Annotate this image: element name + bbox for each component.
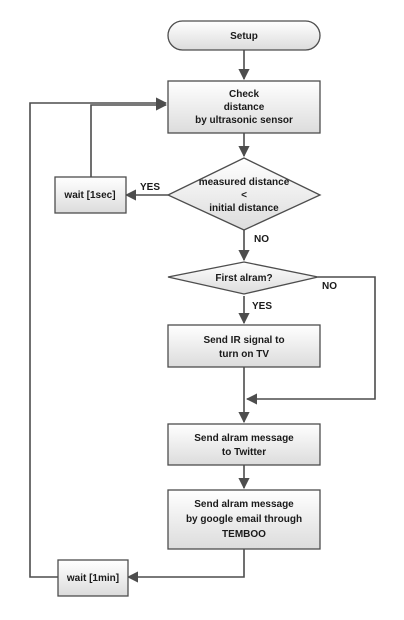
node-check-distance-line-2: distance bbox=[224, 102, 265, 113]
node-send-twitter-line-2: to Twitter bbox=[222, 447, 266, 458]
node-decision-first-alarm: First alram? bbox=[167, 261, 319, 295]
edge-wait-1sec-to-check bbox=[90, 99, 168, 177]
node-wait-1min: wait [1min] bbox=[57, 559, 129, 597]
node-send-email-line-3: TEMBOO bbox=[222, 529, 266, 540]
node-send-twitter-line-1: Send alram message bbox=[194, 433, 294, 444]
edge-label-first-alarm-no: NO bbox=[322, 281, 337, 292]
node-send-email-line-1: Send alram message bbox=[194, 499, 294, 510]
node-wait-1sec: wait [1sec] bbox=[54, 176, 127, 214]
node-send-twitter: Send alram message to Twitter bbox=[167, 423, 321, 466]
node-decision-distance-line-3: initial distance bbox=[209, 203, 279, 214]
node-send-email-line-2: by google email through bbox=[186, 514, 302, 525]
node-setup-label: Setup bbox=[230, 31, 258, 42]
edge-label-distance-no: NO bbox=[254, 234, 269, 245]
node-decision-distance-line-2: < bbox=[241, 190, 247, 201]
edge-label-first-alarm-yes: YES bbox=[252, 301, 272, 312]
edge-email-to-wait-1min bbox=[126, 549, 245, 583]
node-send-ir: Send IR signal to turn on TV bbox=[167, 324, 321, 368]
node-wait-1sec-label: wait [1sec] bbox=[63, 190, 115, 201]
node-send-ir-line-1: Send IR signal to bbox=[203, 335, 284, 346]
node-setup: Setup bbox=[167, 20, 321, 51]
node-wait-1min-label: wait [1min] bbox=[66, 573, 119, 584]
edge-label-distance-yes: YES bbox=[140, 182, 160, 193]
node-check-distance-line-3: by ultrasonic sensor bbox=[195, 115, 293, 126]
edge-first-alarm-no-to-merge bbox=[245, 276, 376, 405]
node-decision-distance: measured distance < initial distance bbox=[166, 157, 322, 231]
node-check-distance-line-1: Check bbox=[229, 89, 259, 100]
node-send-ir-line-2: turn on TV bbox=[219, 349, 269, 360]
node-decision-distance-line-1: measured distance bbox=[199, 177, 290, 188]
node-decision-first-alarm-label: First alram? bbox=[215, 273, 272, 284]
edge-wait-1min-to-check bbox=[29, 97, 168, 578]
node-check-distance: Check distance by ultrasonic sensor bbox=[167, 80, 321, 134]
node-send-email: Send alram message by google email throu… bbox=[167, 489, 321, 550]
